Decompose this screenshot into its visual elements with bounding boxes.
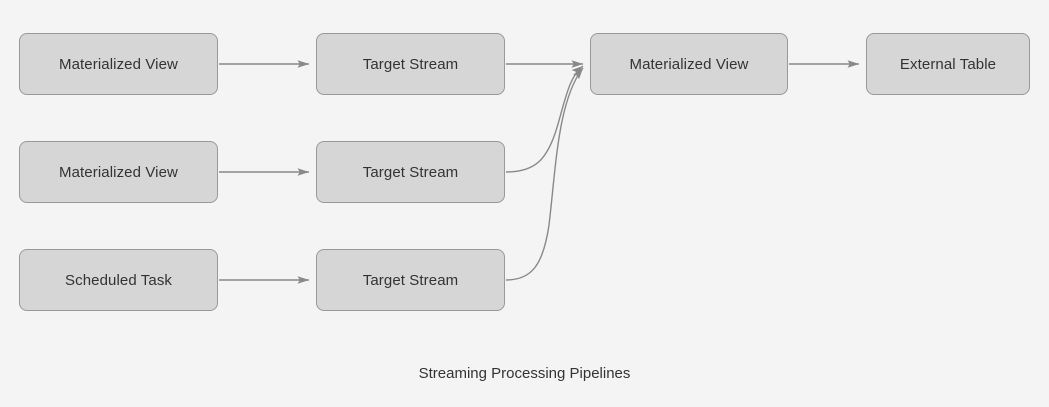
node-label: Target Stream: [362, 55, 459, 73]
node-label: Target Stream: [362, 163, 459, 181]
node-target-stream-1[interactable]: Target Stream: [316, 33, 505, 95]
node-target-stream-2[interactable]: Target Stream: [316, 141, 505, 203]
node-materialized-view-3[interactable]: Materialized View: [590, 33, 788, 95]
node-materialized-view-1[interactable]: Materialized View: [19, 33, 218, 95]
node-label: Materialized View: [59, 163, 178, 181]
node-label: Materialized View: [59, 55, 178, 73]
node-label: External Table: [899, 55, 997, 73]
node-target-stream-3[interactable]: Target Stream: [316, 249, 505, 311]
edge-ts3-to-mv3: [505, 67, 584, 281]
diagram-caption: Streaming Processing Pipelines: [418, 365, 631, 382]
node-label: Scheduled Task: [64, 271, 173, 289]
edge-ts2-to-mv3: [505, 65, 584, 173]
node-label: Materialized View: [629, 55, 749, 73]
node-scheduled-task[interactable]: Scheduled Task: [19, 249, 218, 311]
node-external-table[interactable]: External Table: [866, 33, 1030, 95]
node-label: Target Stream: [362, 271, 459, 289]
node-materialized-view-2[interactable]: Materialized View: [19, 141, 218, 203]
